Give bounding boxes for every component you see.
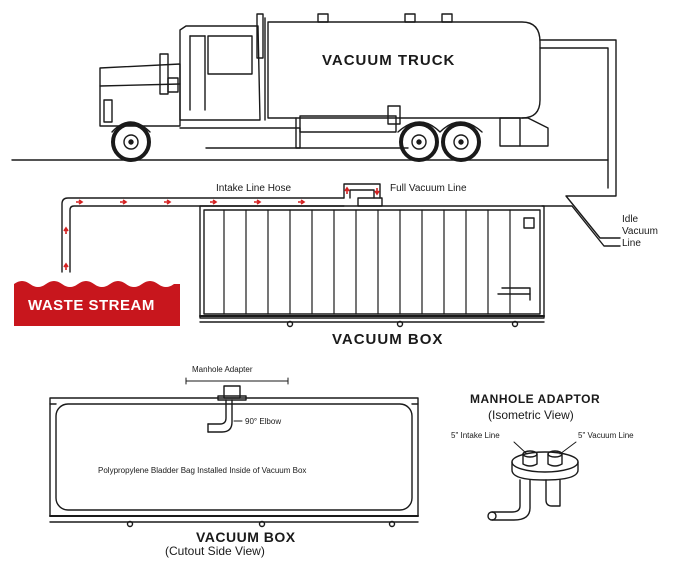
vacuum-box-ribs: [223, 209, 511, 315]
cutout-subtitle: (Cutout Side View): [165, 544, 265, 558]
waste-stream-label: WASTE STREAM: [28, 297, 155, 314]
cutout-title: VACUUM BOX: [196, 529, 296, 545]
vacuum-line-5-label: 5" Vacuum Line: [578, 431, 634, 440]
intake-line-hose: [61, 197, 345, 273]
flow-arrows: [63, 186, 380, 270]
cutout-manhole-adapter: [207, 385, 247, 433]
rear-wheel-2: [441, 122, 481, 162]
exhaust-stack: [256, 13, 264, 59]
waste-stream: [14, 281, 180, 326]
full-vacuum-line: [343, 183, 381, 199]
idle-vacuum-line: [539, 39, 621, 239]
elbow-label: 90° Elbow: [245, 417, 282, 426]
vacuum-truck: [99, 13, 549, 162]
rear-wheel-1: [399, 122, 439, 162]
manhole-adapter-bracket: [185, 377, 289, 385]
vacuum-box: [199, 197, 545, 328]
adaptor-title: MANHOLE ADAPTOR: [470, 392, 601, 406]
cab-window: [207, 35, 253, 75]
bladder-label: Polypropylene Bladder Bag Installed Insi…: [98, 466, 307, 475]
vacuum-box-cutout: [49, 397, 419, 528]
truck-hood: [99, 63, 181, 127]
front-wheel: [111, 122, 151, 162]
intake-line-5-label: 5" Intake Line: [451, 431, 500, 440]
intake-line-hose-label: Intake Line Hose: [216, 183, 292, 194]
truck-cab: [179, 25, 261, 121]
manhole-adaptor-isometric: [487, 441, 579, 521]
idle-vacuum-line-label: Idle Vacuum Line: [622, 214, 658, 249]
vacuum-truck-label: VACUUM TRUCK: [322, 52, 456, 69]
full-vacuum-line-label: Full Vacuum Line: [390, 183, 467, 194]
truck-tank: [267, 21, 541, 119]
manhole-adapter-label: Manhole Adapter: [192, 365, 253, 374]
adaptor-subtitle: (Isometric View): [488, 408, 574, 422]
vacuum-box-label: VACUUM BOX: [332, 331, 444, 348]
